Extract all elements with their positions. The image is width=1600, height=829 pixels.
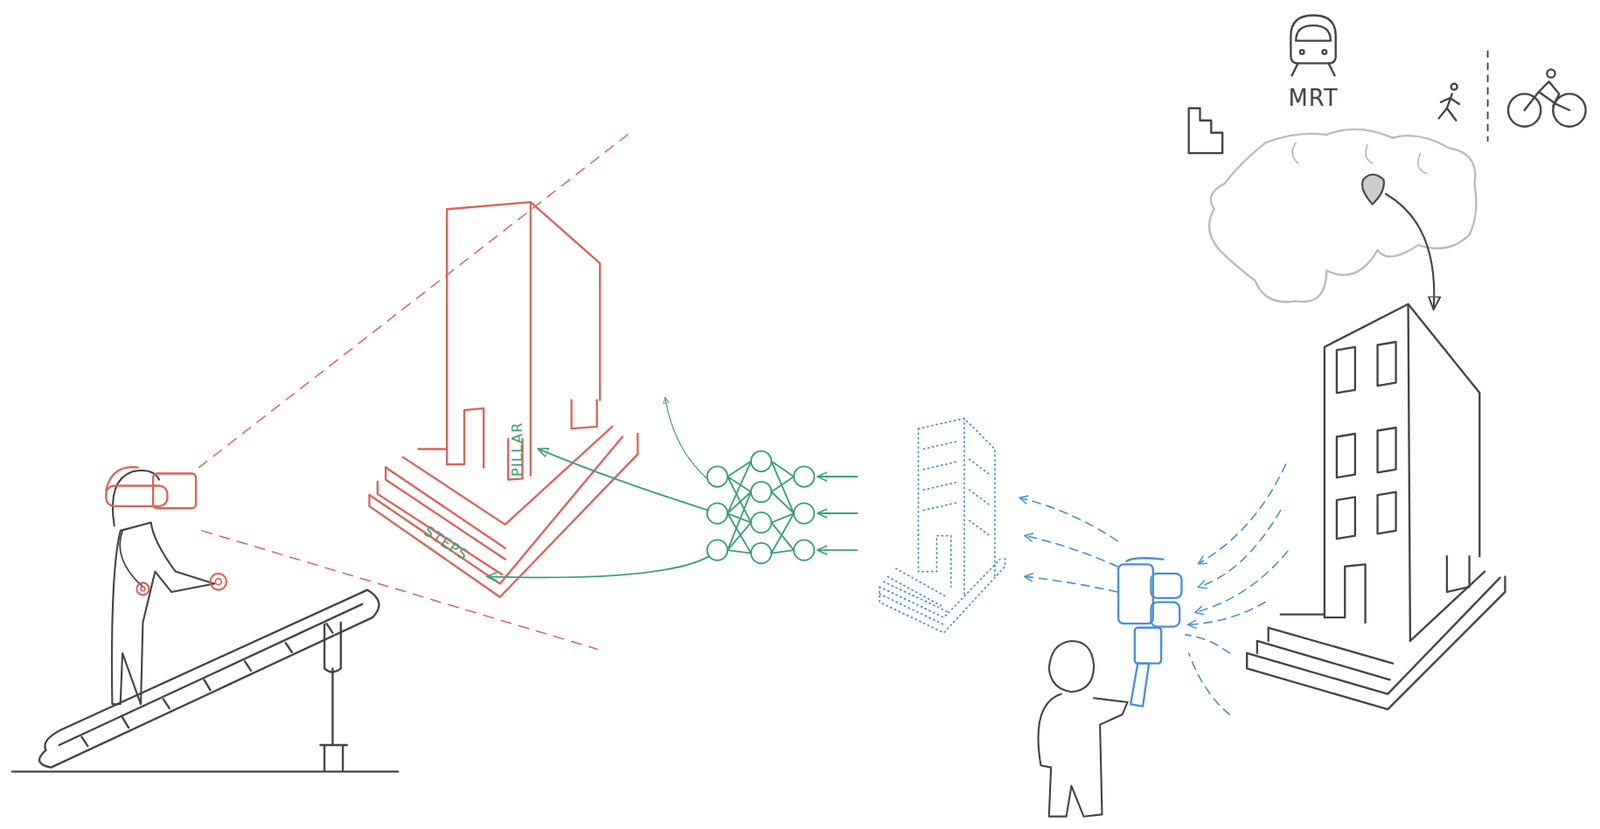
scanner-operator xyxy=(1038,557,1183,816)
scan-rays xyxy=(1020,464,1288,715)
vr-user xyxy=(105,466,227,704)
transport-icons xyxy=(1189,15,1587,154)
part-label: STEPS xyxy=(421,523,471,564)
real-building xyxy=(1246,304,1505,710)
icon-label: MRT xyxy=(1287,87,1338,111)
treadmill xyxy=(12,590,398,773)
view-lines xyxy=(199,134,628,649)
point-cloud xyxy=(879,418,1006,634)
neural-network xyxy=(487,397,857,578)
part-label: PILLAR xyxy=(509,421,524,477)
map-outline xyxy=(1209,129,1476,309)
virtual-building xyxy=(368,201,638,598)
